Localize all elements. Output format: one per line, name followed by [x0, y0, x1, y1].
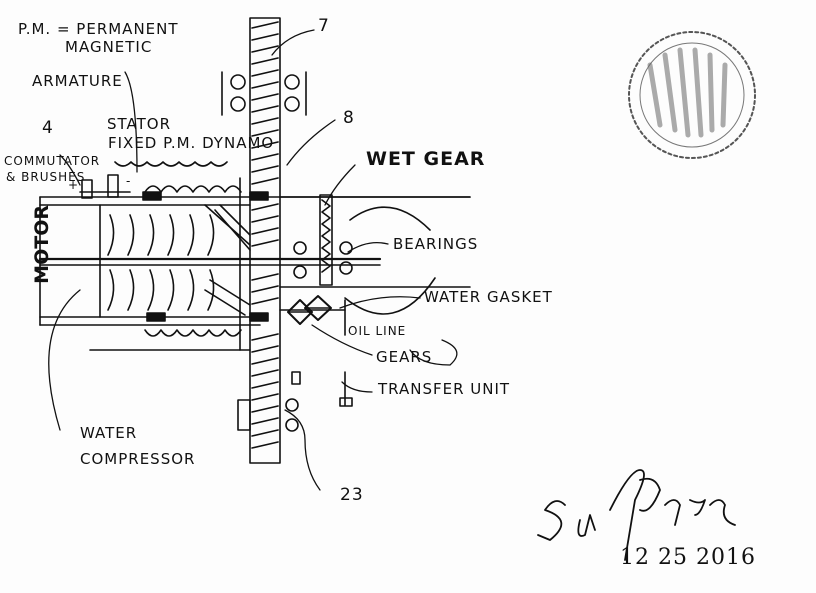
- label-armature: ARMATURE: [32, 72, 123, 90]
- armature-coils: [107, 204, 251, 316]
- label-brushes: & BRUSHES: [6, 170, 86, 184]
- label-number-23: 23: [340, 485, 364, 505]
- label-number-8: 8: [343, 108, 355, 128]
- label-transfer-unit: TRANSFER UNIT: [378, 380, 511, 398]
- legend-line-1: P.M. = PERMANENT: [18, 20, 179, 38]
- legend-line-2: MAGNETIC: [65, 38, 153, 56]
- bevel-gears: [287, 295, 332, 325]
- label-oil-line: OIL LINE: [348, 324, 407, 338]
- wet-gear-section: [279, 194, 471, 336]
- shaft-bearings: [221, 71, 307, 432]
- leader-lines: [48, 29, 458, 491]
- commutator-brushes: [79, 174, 131, 199]
- label-bearings: BEARINGS: [393, 235, 479, 253]
- label-plus: +: [68, 178, 80, 192]
- label-water: WATER: [80, 424, 138, 442]
- signature: [537, 469, 736, 561]
- date-written: 12 25 2016: [620, 545, 756, 570]
- label-commutator: COMMUTATOR: [4, 154, 101, 168]
- central-shaft: [249, 17, 281, 464]
- label-number-7: 7: [318, 16, 330, 36]
- label-minus: -: [126, 174, 132, 188]
- label-water-gasket: WATER GASKET: [424, 288, 553, 306]
- label-wet-gear: WET GEAR: [366, 148, 486, 170]
- label-dynamo: FIXED P.M. DYNAMO: [108, 134, 275, 152]
- label-stator: STATOR: [107, 115, 172, 133]
- label-motor: MOTOR: [31, 205, 53, 284]
- label-gears: GEARS: [376, 348, 433, 366]
- ink-seal: [628, 31, 756, 159]
- stator-coils: [114, 161, 242, 337]
- transfer-unit-bolt: [291, 371, 353, 407]
- label-compressor: COMPRESSOR: [80, 450, 196, 468]
- label-number-4: 4: [42, 118, 54, 138]
